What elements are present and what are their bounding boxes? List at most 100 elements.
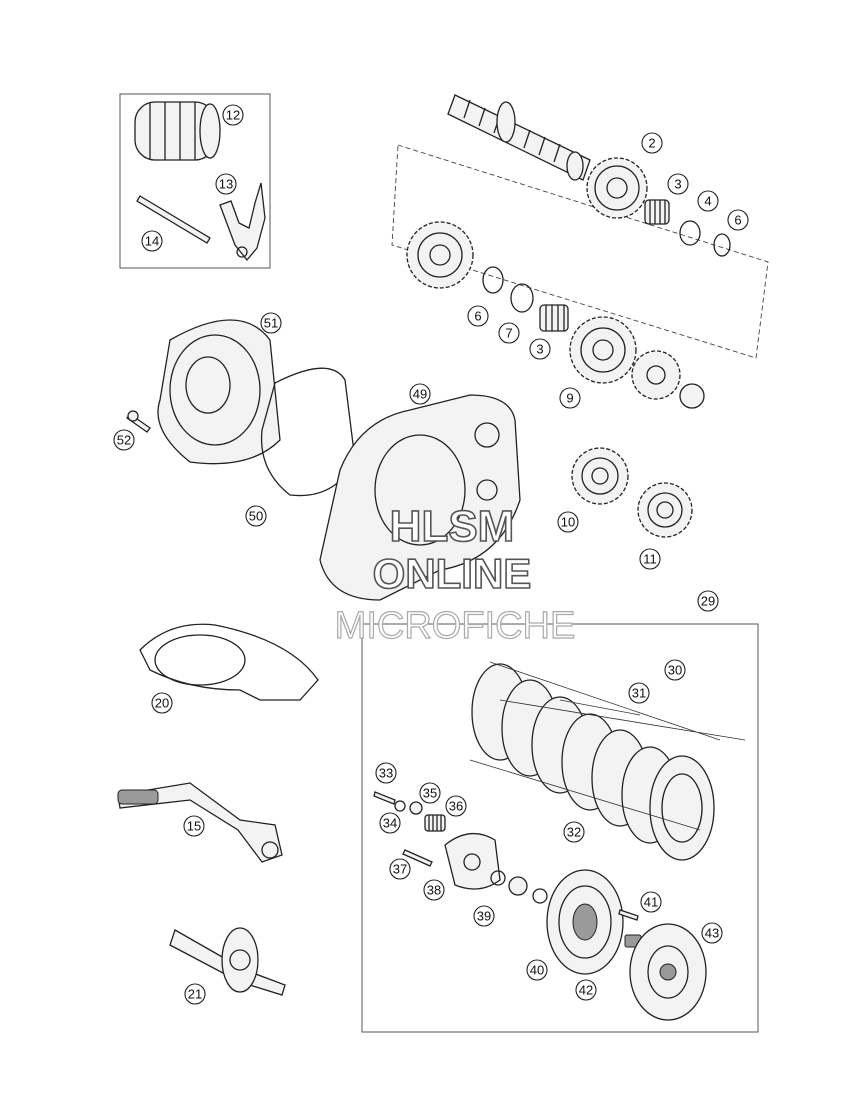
push-rod-part bbox=[402, 849, 433, 867]
callout-number: 15 bbox=[187, 819, 201, 834]
cover-gasket-part bbox=[260, 367, 356, 497]
callout-number: 38 bbox=[427, 883, 441, 898]
callout-circle bbox=[639, 548, 661, 570]
callout-circle bbox=[141, 230, 163, 252]
clutch-cover-part bbox=[157, 319, 281, 465]
callout-circle bbox=[628, 682, 650, 704]
circlip-6a-part bbox=[713, 233, 731, 257]
clutch-washer-part bbox=[394, 800, 406, 812]
callout-31: 31 bbox=[628, 682, 650, 704]
callout-33: 33 bbox=[375, 762, 397, 784]
kick-shaft-part bbox=[169, 927, 286, 996]
callout-number: 42 bbox=[579, 983, 593, 998]
callout-21: 21 bbox=[184, 983, 206, 1005]
kick-starter-part bbox=[117, 782, 283, 863]
clutch-plates-part bbox=[471, 663, 715, 861]
washer-7-part bbox=[510, 283, 534, 313]
callout-circle bbox=[467, 305, 489, 327]
watermark-line1: HLSM bbox=[390, 502, 515, 551]
callout-30: 30 bbox=[664, 659, 686, 681]
callout-circle bbox=[419, 782, 441, 804]
callout-40: 40 bbox=[526, 959, 548, 981]
callout-circle bbox=[245, 505, 267, 527]
clutch-spring-part bbox=[424, 814, 446, 832]
main-shaft-part bbox=[447, 94, 591, 181]
callout-number: 3 bbox=[536, 342, 543, 357]
callout-circle bbox=[559, 387, 581, 409]
callout-circle bbox=[667, 173, 689, 195]
callout-15: 15 bbox=[183, 815, 205, 837]
callout-2: 2 bbox=[641, 132, 663, 154]
callout-circle bbox=[498, 322, 520, 344]
callout-number: 51 bbox=[264, 316, 278, 331]
callout-number: 31 bbox=[632, 686, 646, 701]
callout-4: 4 bbox=[697, 190, 719, 212]
watermark-line2: ONLINE bbox=[373, 550, 532, 597]
callout-9: 9 bbox=[559, 387, 581, 409]
cover-bolt-part bbox=[126, 410, 151, 433]
callout-number: 36 bbox=[449, 799, 463, 814]
callout-41: 41 bbox=[640, 891, 662, 913]
callout-39: 39 bbox=[473, 905, 495, 927]
basket-pin-part bbox=[618, 909, 639, 921]
callout-number: 35 bbox=[423, 786, 437, 801]
callout-circle bbox=[423, 879, 445, 901]
callout-number: 30 bbox=[668, 663, 682, 678]
gear-cluster-left-part bbox=[406, 221, 474, 289]
callout-circle bbox=[113, 429, 135, 451]
callout-circle bbox=[183, 815, 205, 837]
callout-32: 32 bbox=[563, 821, 585, 843]
callout-number: 21 bbox=[188, 987, 202, 1002]
gear-11-part bbox=[637, 482, 693, 538]
gear-2-part bbox=[586, 157, 648, 219]
callout-circle bbox=[445, 795, 467, 817]
callout-number: 7 bbox=[505, 326, 512, 341]
callout-circle bbox=[526, 959, 548, 981]
callout-circle bbox=[563, 821, 585, 843]
callout-number: 12 bbox=[226, 108, 240, 123]
callout-circle bbox=[575, 979, 597, 1001]
callout-number: 39 bbox=[477, 909, 491, 924]
callout-36: 36 bbox=[445, 795, 467, 817]
callout-number: 10 bbox=[561, 515, 575, 530]
shift-drum-group-frame bbox=[119, 93, 271, 269]
callout-50: 50 bbox=[245, 505, 267, 527]
callout-number: 29 bbox=[701, 594, 715, 609]
gear-10-part bbox=[571, 447, 629, 505]
callout-3: 3 bbox=[529, 338, 551, 360]
callout-number: 20 bbox=[155, 696, 169, 711]
callout-7: 7 bbox=[498, 322, 520, 344]
callout-number: 49 bbox=[413, 387, 427, 402]
callout-number: 40 bbox=[530, 963, 544, 978]
callout-number: 6 bbox=[474, 309, 481, 324]
clutch-housing-cover-part bbox=[319, 394, 521, 601]
pressure-plate-part bbox=[444, 833, 501, 890]
callout-circle bbox=[260, 312, 282, 334]
callout-circle bbox=[529, 338, 551, 360]
callout-6: 6 bbox=[727, 209, 749, 231]
callout-11: 11 bbox=[639, 548, 661, 570]
callout-35: 35 bbox=[419, 782, 441, 804]
thrust-washer-part bbox=[679, 383, 705, 409]
callout-circle bbox=[222, 104, 244, 126]
callout-circle bbox=[151, 692, 173, 714]
callout-number: 37 bbox=[393, 862, 407, 877]
callout-circle bbox=[215, 173, 237, 195]
watermark: HLSM ONLINE MICROFICHE bbox=[334, 501, 576, 647]
callout-circle bbox=[664, 659, 686, 681]
callout-circle bbox=[641, 132, 663, 154]
callout-42: 42 bbox=[575, 979, 597, 1001]
washer-4-part bbox=[679, 220, 701, 246]
shift-drum-part bbox=[134, 101, 221, 161]
callout-circle bbox=[473, 905, 495, 927]
callout-circle bbox=[697, 190, 719, 212]
callout-circle bbox=[697, 590, 719, 612]
callout-number: 2 bbox=[648, 136, 655, 151]
callout-number: 3 bbox=[674, 177, 681, 192]
callout-number: 9 bbox=[566, 391, 573, 406]
callout-14: 14 bbox=[141, 230, 163, 252]
callout-circle bbox=[557, 511, 579, 533]
callout-number: 4 bbox=[704, 194, 711, 209]
callout-34: 34 bbox=[379, 812, 401, 834]
